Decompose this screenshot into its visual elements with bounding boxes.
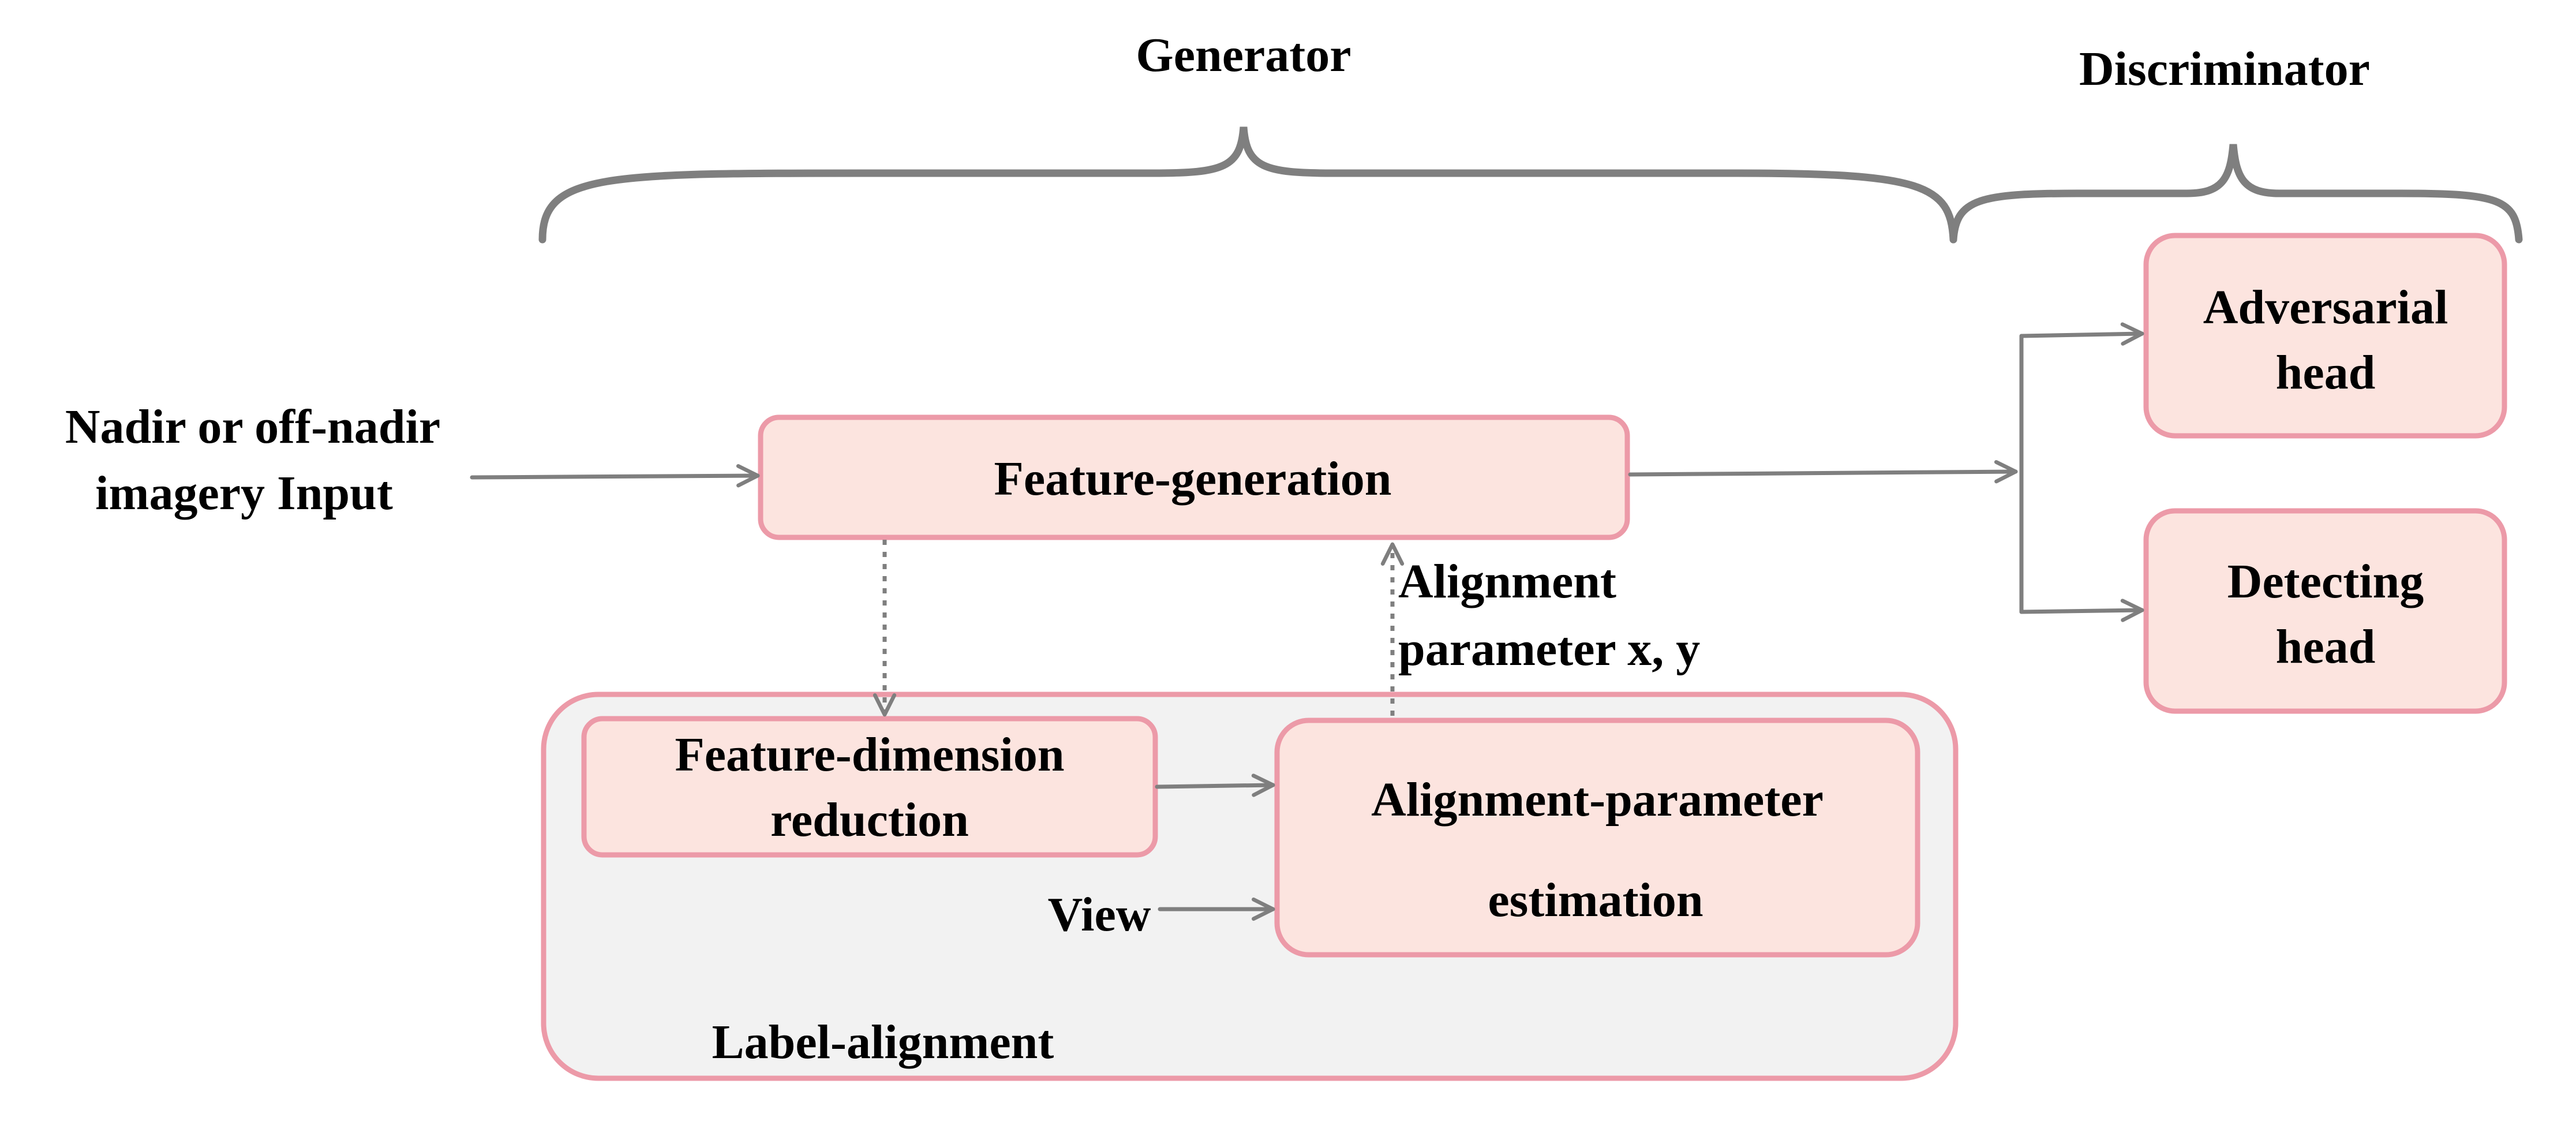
input-label-line2: imagery Input [95,466,393,520]
feature-generation-label: Feature-generation [994,452,1392,506]
discriminator-brace [1949,144,2523,244]
feature-generation-box [758,414,1630,540]
input-to-feature-generation-arrow [470,464,760,488]
view-label: View [1048,888,1151,941]
feature-generation-to-split-arrow [1628,460,2018,484]
label-alignment-title: Label-alignment [712,1015,1054,1069]
adversarial-head-box [2143,233,2507,439]
alignment-parameter-estimation-line1: Alignment-parameter [1371,773,1824,827]
feature-reduction-to-estimation-arrow [1155,773,1275,797]
discriminator-label: Discriminator [2079,42,2370,96]
alignment-parameter-estimation-box [1274,718,1920,958]
detecting-head-line2: head [2276,620,2376,674]
detecting-head-line1: Detecting [2227,555,2424,608]
generator-brace [538,126,1957,244]
feature-dimension-reduction-line1: Feature-dimension [675,728,1064,782]
alignment-feedback-line1: Alignment [1398,555,1616,608]
alignment-feedback-line2: parameter x, y [1398,622,1700,676]
adversarial-head-line2: head [2276,346,2376,399]
detecting-head-box [2143,508,2507,714]
input-label-line1: Nadir or off-nadir [65,400,440,454]
adversarial-head-line1: Adversarial [2203,281,2448,334]
feature-dimension-reduction-line2: reduction [770,793,969,847]
split-to-detecting-head-arrow [2019,599,2144,622]
split-to-adversarial-head-arrow [2019,322,2144,346]
alignment-parameter-estimation-line2: estimation [1488,873,1703,927]
generator-label: Generator [1136,28,1351,82]
